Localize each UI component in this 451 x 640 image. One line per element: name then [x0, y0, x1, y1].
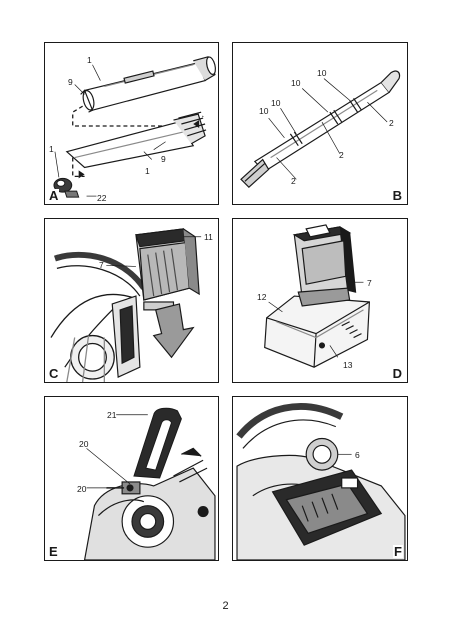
panel-letter: F [393, 544, 403, 559]
callout-label: 2 [291, 176, 296, 186]
panel-letter: C [48, 366, 60, 381]
figure-panel-b: 10 10 10 10 2 2 2 B [232, 42, 408, 205]
battery-charger-illustration [264, 224, 371, 368]
page-number: 2 [222, 600, 229, 612]
callout-label: 21 [107, 410, 117, 420]
callout-label: 1 [87, 55, 92, 65]
panel-letter: E [48, 544, 59, 559]
callout-label: 1 [145, 166, 150, 176]
trigger-switch-illustration [236, 403, 406, 560]
figure-panel-a: 1 9 1 9 1 22 A [44, 42, 219, 205]
callout-label: 6 [355, 450, 360, 460]
callout-label: 7 [367, 278, 372, 288]
callout-label: 9 [161, 154, 166, 164]
callout-label: 2 [339, 150, 344, 160]
figure-panel-d: 7 12 13 D [232, 218, 408, 383]
callout-label: 10 [317, 68, 327, 78]
callout-label: 10 [271, 98, 281, 108]
callout-label: 11 [204, 232, 213, 242]
figure-panel-e: 21 20 20 E [44, 396, 219, 561]
tube-assembly-illustration [53, 56, 217, 198]
shoulder-strap-illustration [83, 407, 216, 560]
callout-label: 10 [291, 78, 301, 88]
callout-label: 13 [343, 360, 353, 370]
callout-label: 7 [99, 260, 104, 270]
callout-label: 20 [79, 439, 89, 449]
panel-letter: D [391, 366, 403, 381]
battery-insertion-illustration [50, 228, 202, 382]
panel-letter: B [391, 188, 403, 203]
figure-panel-c: 11 7 C [44, 218, 219, 383]
crevice-nozzle-illustration [240, 70, 401, 189]
callout-label: 20 [77, 484, 87, 494]
callout-label: 22 [97, 193, 107, 203]
callout-label: 10 [259, 106, 269, 116]
callout-label: 12 [257, 292, 267, 302]
figure-panel-f: 6 F [232, 396, 408, 561]
callout-label: 9 [68, 77, 73, 87]
callout-label: 2 [389, 118, 394, 128]
panel-letter: A [48, 188, 60, 203]
callout-label: 1 [49, 144, 54, 154]
